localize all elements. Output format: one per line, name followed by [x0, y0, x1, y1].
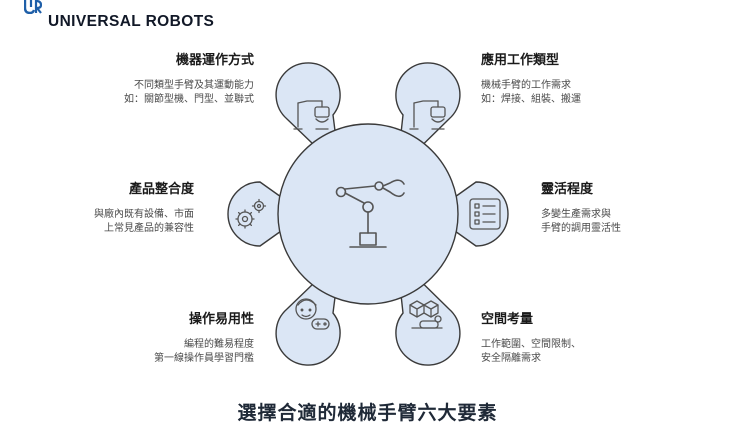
robot-arm-station-icon	[293, 100, 330, 130]
operator-gamepad-icon	[295, 298, 330, 330]
factor-desc: 編程的難易程度 第一線操作員學習門檻	[54, 338, 254, 366]
factor-title: 空間考量	[481, 312, 534, 327]
gears-icon	[235, 198, 267, 229]
factor-desc: 與廠內既有設備、市面 上常見產品的兼容性	[0, 208, 194, 236]
factor-title: 操作易用性	[188, 312, 254, 327]
factor-desc: 不同類型手臂及其運動能力 如：關節型機、門型、並聯式	[54, 79, 254, 107]
factor-desc-line: 手臂的調用靈活性	[541, 223, 621, 234]
factor-flexibility-label: 靈活程度 多變生產需求與 手臂的調用靈活性	[541, 181, 735, 236]
factor-space-label: 空間考量 工作範圍、空間限制、 安全隔離需求	[481, 311, 681, 366]
factor-desc-line: 上常見產品的兼容性	[104, 223, 194, 234]
factor-title: 應用工作類型	[481, 53, 560, 68]
brand-name: UNIVERSAL ROBOTS	[48, 13, 215, 30]
factor-desc-line: 第一線操作員學習門檻	[154, 353, 254, 364]
factor-desc-line: 多變生產需求與	[541, 209, 611, 220]
factor-desc-line: 如：關節型機、門型、並聯式	[124, 94, 254, 105]
factor-desc-line: 安全隔離需求	[481, 353, 541, 364]
factor-title: 機器運作方式	[175, 53, 254, 68]
six-factor-diagram	[227, 62, 509, 366]
factor-desc: 多變生產需求與 手臂的調用靈活性	[541, 208, 735, 236]
robot-arm-station-icon-2	[409, 100, 446, 130]
factor-desc-line: 機械手臂的工作需求	[481, 80, 571, 91]
factor-application-label: 應用工作類型 機械手臂的工作需求 如：焊接、組裝、搬運	[481, 52, 681, 107]
factor-desc: 機械手臂的工作需求 如：焊接、組裝、搬運	[481, 79, 681, 107]
diagram-title: 選擇合適的機械手臂六大要素	[237, 402, 498, 424]
factor-desc-line: 編程的難易程度	[184, 339, 254, 350]
factor-desc: 工作範圍、空間限制、 安全隔離需求	[481, 338, 681, 366]
factor-compatibility-label: 產品整合度 與廠內既有設備、市面 上常見產品的兼容性	[0, 181, 194, 236]
factor-desc-line: 如：焊接、組裝、搬運	[481, 94, 581, 105]
factor-desc-line: 與廠內既有設備、市面	[94, 209, 194, 220]
factor-usability-label: 操作易用性 編程的難易程度 第一線操作員學習門檻	[54, 311, 254, 366]
petal-compatibility	[227, 181, 307, 247]
robot-arm-icon	[335, 179, 405, 248]
brand-logo: UNIVERSAL ROBOTS	[24, 0, 234, 30]
factor-title: 產品整合度	[128, 182, 194, 197]
factor-operation-label: 機器運作方式 不同類型手臂及其運動能力 如：關節型機、門型、並聯式	[54, 52, 254, 107]
factor-desc-line: 不同類型手臂及其運動能力	[134, 80, 254, 91]
checklist-icon	[469, 198, 501, 230]
ur-logo-icon	[24, 0, 42, 14]
factor-title: 靈活程度	[541, 182, 594, 197]
boxes-robot-icon	[409, 300, 443, 329]
factor-desc-line: 工作範圍、空間限制、	[481, 339, 581, 350]
